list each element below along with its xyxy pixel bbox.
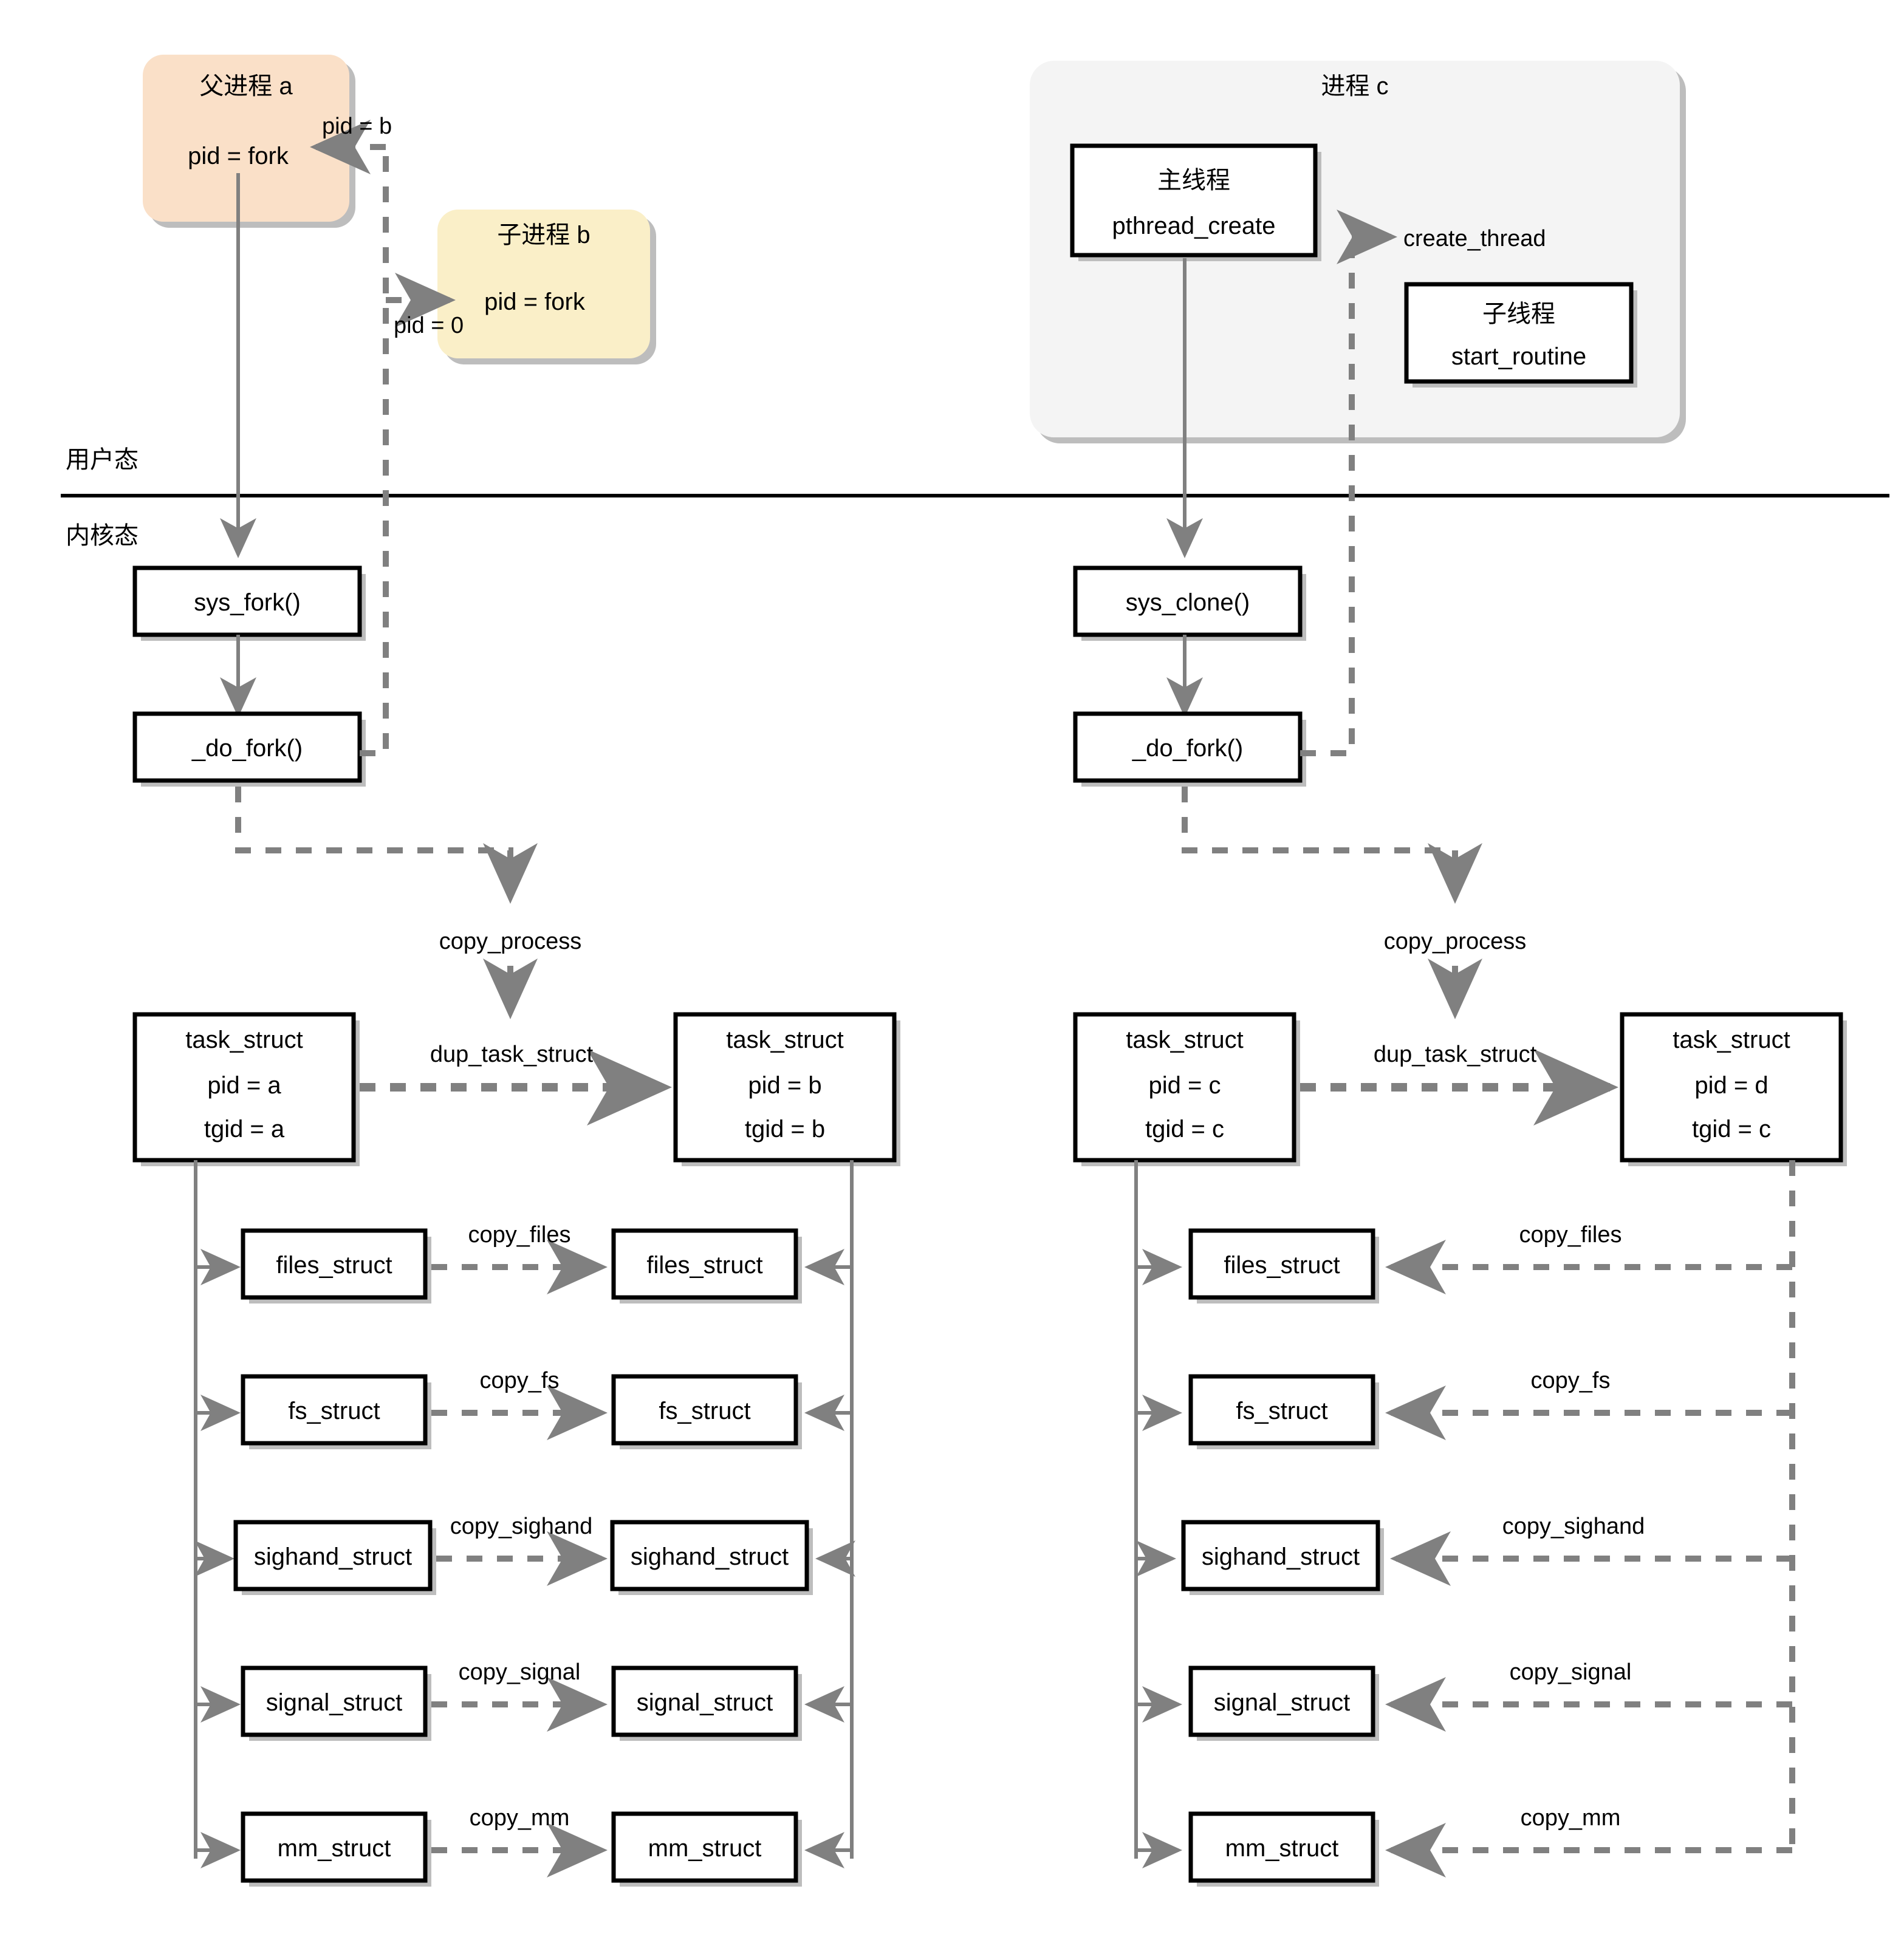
struct-copy-label: copy_sighand [1502,1514,1645,1539]
task-child-tgid-left: tgid = b [745,1116,825,1143]
copy-process-label-right: copy_process [1384,929,1526,954]
task-child-pid-right: pid = d [1694,1072,1768,1099]
fork-struct-rows: files_struct copy_files files_struct fs_… [194,1160,855,1887]
task-child-title-right: task_struct [1673,1027,1790,1053]
struct-box-label: sighand_struct [254,1543,412,1570]
struct-box-label: mm_struct [1225,1835,1339,1862]
sys-clone-box-label: sys_clone() [1126,589,1250,616]
clone-task-parent-box: task_struct pid = c tgid = c [1073,1012,1300,1166]
fork-copy-process-path: copy_process [235,787,581,1019]
child-thread-body: start_routine [1451,343,1586,370]
child-thread-title: 子线程 [1482,301,1555,327]
do-fork-box-label-left: _do_fork() [191,735,303,762]
task-child-pid-left: pid = b [748,1072,821,1099]
struct-copy-label: copy_fs [480,1368,560,1393]
struct-copy-label: copy_files [468,1222,571,1248]
clone-solid-chain: sys_clone() _do_fork() [1073,258,1306,787]
fork-task-child-box: task_struct pid = b tgid = b [673,1012,900,1166]
task-child-title-left: task_struct [726,1027,843,1053]
struct-box-label: files_struct [646,1252,762,1279]
dup-task-struct-label-left: dup_task_struct [430,1042,594,1067]
parent-process-title: 父进程 a [199,73,293,100]
mode-divider: 用户态 内核态 [61,446,1889,549]
clone-dup-task-struct-edge: dup_task_struct [1300,1042,1618,1126]
task-parent-title-left: task_struct [185,1027,303,1053]
main-thread-title: 主线程 [1157,167,1230,194]
clone-struct-rows: files_struct copy_files fs_struct copy_f… [1134,1160,1795,1887]
create-thread-label: create_thread [1403,226,1546,251]
struct-copy-label: copy_sighand [450,1514,593,1539]
struct-box-label: files_struct [1224,1252,1340,1279]
task-parent-pid-left: pid = a [207,1072,281,1099]
child-thread-box: 子线程 start_routine [1404,282,1637,388]
fork-dup-task-struct-edge: dup_task_struct [360,1042,672,1126]
task-parent-pid-right: pid = c [1149,1072,1221,1099]
task-child-tgid-right: tgid = c [1692,1116,1771,1143]
fork-return-dashed: pid = b pid = 0 [310,114,464,756]
struct-box-label: sighand_struct [1202,1543,1360,1570]
parent-process-group: 父进程 a pid = fork [143,55,355,228]
kernel-mode-label: 内核态 [66,522,139,549]
child-process-title: 子进程 b [497,222,590,248]
fork-task-parent-box: task_struct pid = a tgid = a [132,1012,360,1166]
struct-box-label: signal_struct [1214,1689,1351,1716]
fork-solid-chain: sys_fork() _do_fork() [132,173,366,787]
struct-copy-label: copy_signal [459,1659,581,1685]
struct-box-label: fs_struct [1236,1398,1327,1424]
process-c-title: 进程 c [1321,73,1388,100]
do-fork-box-label-right: _do_fork() [1132,735,1243,762]
struct-box-label: fs_struct [659,1398,750,1424]
struct-box-label: signal_struct [637,1689,773,1716]
copy-process-label-left: copy_process [439,929,581,954]
struct-copy-label: copy_mm [470,1805,570,1831]
struct-copy-label: copy_mm [1521,1805,1621,1831]
task-parent-tgid-left: tgid = a [204,1116,285,1143]
child-process-group: 子进程 b pid = fork [437,210,656,364]
struct-box-label: files_struct [276,1252,392,1279]
task-parent-title-right: task_struct [1126,1027,1243,1053]
return-child-label: pid = 0 [394,313,464,338]
task-parent-tgid-right: tgid = c [1145,1116,1224,1143]
clone-task-child-box: task_struct pid = d tgid = c [1620,1012,1847,1166]
struct-copy-label: copy_fs [1531,1368,1611,1393]
dup-task-struct-label-right: dup_task_struct [1374,1042,1537,1067]
child-process-body: pid = fork [484,289,586,315]
parent-process-body: pid = fork [188,143,289,169]
struct-box-label: mm_struct [278,1835,391,1862]
create-thread-dashed: create_thread [1300,210,1546,756]
struct-box-label: mm_struct [648,1835,762,1862]
struct-box-label: sighand_struct [631,1543,789,1570]
struct-box-label: fs_struct [288,1398,380,1424]
return-parent-label: pid = b [322,114,392,139]
struct-box-label: signal_struct [266,1689,403,1716]
clone-copy-process-path: copy_process [1182,787,1526,1019]
struct-copy-label: copy_signal [1510,1659,1632,1685]
user-mode-label: 用户态 [66,446,139,473]
struct-copy-label: copy_files [1519,1222,1622,1248]
main-thread-body: pthread_create [1112,213,1275,239]
sys-fork-box-label: sys_fork() [194,589,301,616]
main-thread-box: 主线程 pthread_create [1070,143,1321,261]
